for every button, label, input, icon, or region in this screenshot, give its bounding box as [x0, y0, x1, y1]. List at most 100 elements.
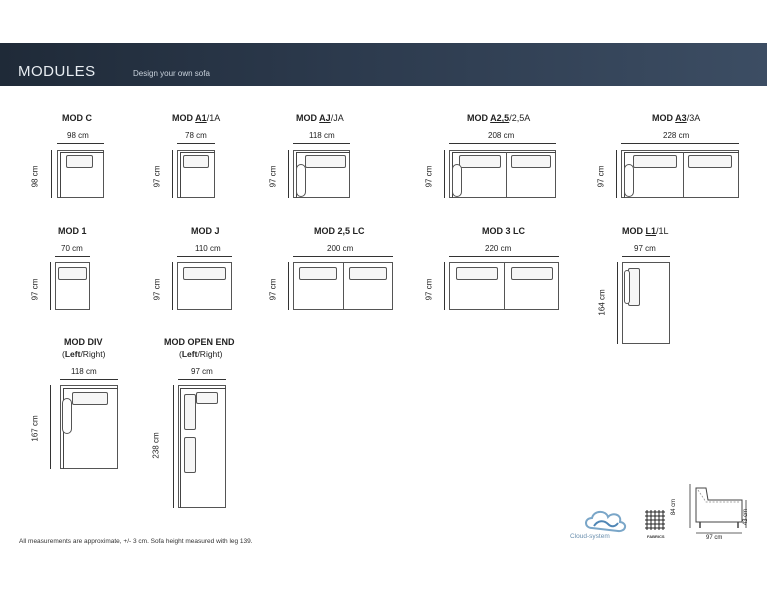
depth-line [444, 262, 445, 310]
header-banner: MODULES Design your own sofa [0, 43, 767, 86]
depth-line [50, 385, 51, 469]
height-dimension: 84 cm [671, 498, 678, 516]
depth-line [51, 150, 52, 198]
module-frame [180, 152, 215, 198]
page-title: MODULES [18, 63, 96, 80]
side-cushion [184, 394, 196, 430]
module-label: MOD 3 LC [482, 226, 526, 236]
back-cushion [456, 267, 498, 280]
width-dimension: 208 cm [488, 131, 515, 140]
back-cushion [183, 155, 209, 168]
depth-dimension: 97 cm [30, 278, 40, 301]
width-line [449, 256, 559, 257]
back-cushion [72, 392, 108, 405]
depth-dimension: 97 cm [152, 165, 162, 188]
width-dimension: 118 cm [71, 367, 97, 376]
depth-dimension: 238 cm [151, 432, 161, 459]
depth-line [617, 262, 618, 344]
depth-dimension: 97 cm [424, 278, 434, 301]
arm-roll [624, 164, 634, 197]
arm-roll [624, 270, 630, 304]
module-label: MOD OPEN END [164, 337, 235, 347]
back-cushion [349, 267, 387, 280]
module-label: MOD L1/1L [622, 226, 669, 236]
back-cushion [183, 267, 226, 280]
sofa-profile-icon [689, 484, 747, 534]
width-dimension: 220 cm [485, 244, 512, 253]
module-label: MOD A3/3A [652, 113, 701, 123]
width-line [177, 143, 215, 144]
width-line [55, 256, 90, 257]
depth-line [444, 150, 445, 198]
cloud-icon [585, 510, 626, 533]
module-frame [60, 152, 104, 198]
back-cushion [511, 155, 551, 168]
width-line [293, 143, 350, 144]
back-cushion [66, 155, 93, 168]
width-dimension: 97 cm [634, 244, 656, 253]
arm-roll [452, 164, 462, 197]
back-cushion [688, 155, 732, 168]
arm-roll [62, 398, 72, 434]
seat-divider [343, 262, 344, 310]
depth-line [172, 262, 173, 310]
width-line [60, 379, 118, 380]
arm-roll [296, 164, 306, 197]
page-subtitle: Design your own sofa [133, 69, 210, 78]
depth-dimension: 97 cm [268, 165, 278, 188]
module-label: MOD DIV [64, 337, 103, 347]
depth-dimension: 97 cm [268, 278, 278, 301]
module-label: MOD 1 [58, 226, 87, 236]
side-profile-diagram: 84 cm 43 cm 97 cm [671, 478, 762, 544]
depth-dimension: 167 cm [30, 415, 40, 442]
depth-dimension: 164 cm [597, 289, 607, 316]
module-label: MOD A2,5/2,5A [467, 113, 531, 123]
width-line [177, 256, 232, 257]
module-variant: (Left/Right) [179, 349, 223, 359]
brand-name: Cloud-system [570, 533, 610, 540]
depth-dimension: 97 cm [152, 278, 162, 301]
seat-divider [683, 152, 684, 198]
width-dimension: 118 cm [309, 131, 335, 140]
seat-height-dimension: 43 cm [743, 508, 750, 526]
depth-dimension: 97 cm [424, 165, 434, 188]
seat-divider [504, 262, 505, 310]
depth-line [50, 262, 51, 310]
depth-line [288, 262, 289, 310]
width-dimension: 98 cm [67, 131, 89, 140]
fabrics-label: FABRICS [647, 534, 665, 539]
width-dimension: 228 cm [663, 131, 690, 140]
module-label: MOD 2,5 LC [314, 226, 365, 236]
depth-line [288, 150, 289, 198]
module-label: MOD C [62, 113, 92, 123]
cloud-system-logo: Cloud-system [570, 506, 630, 542]
module-variant: (Left/Right) [62, 349, 106, 359]
depth-dimension: 98 cm [30, 165, 40, 188]
footnote: All measurements are approximate, +/- 3 … [19, 538, 253, 545]
module-label: MOD AJ/JA [296, 113, 344, 123]
width-line [293, 256, 393, 257]
back-cushion [633, 155, 677, 168]
width-line [622, 256, 670, 257]
back-cushion [58, 267, 87, 280]
depth-line [172, 150, 173, 198]
depth-line [616, 150, 617, 198]
back-cushion [305, 155, 346, 168]
module-label: MOD A1/1A [172, 113, 221, 123]
side-cushion [184, 437, 196, 473]
back-cushion [299, 267, 337, 280]
depth-line [173, 385, 174, 508]
back-cushion [459, 155, 501, 168]
width-dimension: 110 cm [195, 244, 221, 253]
profile-width-dimension: 97 cm [706, 535, 723, 541]
width-line [178, 379, 226, 380]
module-frame [180, 388, 226, 508]
back-cushion [511, 267, 553, 280]
fabric-grid-icon [645, 510, 665, 530]
width-line [621, 143, 739, 144]
width-line [449, 143, 556, 144]
fabrics-badge: FABRICS [645, 510, 667, 540]
width-dimension: 97 cm [191, 367, 213, 376]
width-dimension: 200 cm [327, 244, 354, 253]
width-line [57, 143, 104, 144]
